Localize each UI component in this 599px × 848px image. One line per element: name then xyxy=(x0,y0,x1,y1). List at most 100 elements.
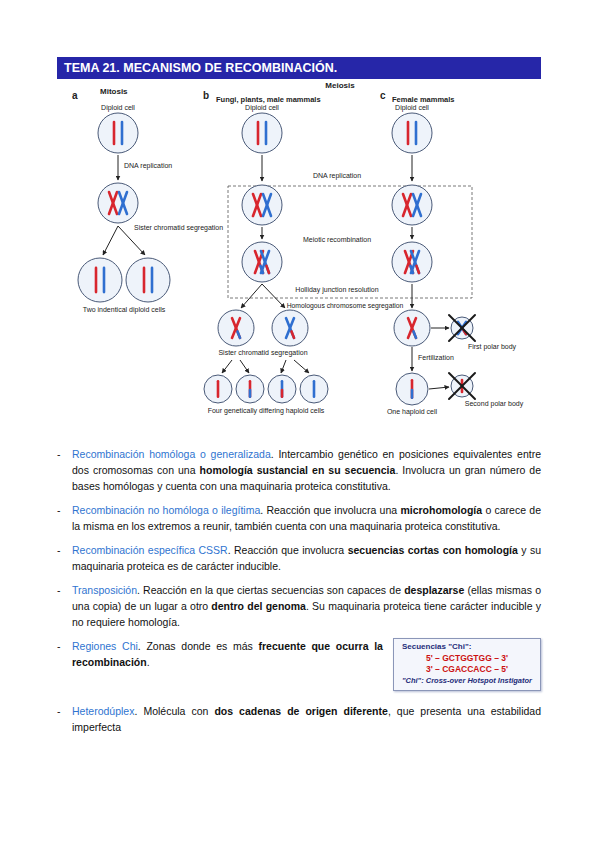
chromosome xyxy=(313,381,316,396)
bullet-dash: - xyxy=(57,703,72,735)
cell-membrane xyxy=(78,258,122,302)
chromosome xyxy=(263,194,271,216)
title: TEMA 21. MECANISMO DE RECOMBINACIÓN. xyxy=(64,61,337,75)
term: Heterodúplex xyxy=(72,705,134,717)
chromosome xyxy=(417,266,420,273)
cell-membrane xyxy=(300,375,328,403)
bullet-dash: - xyxy=(57,502,72,534)
chromosome xyxy=(267,266,270,273)
cell xyxy=(268,375,296,403)
cell-membrane xyxy=(204,375,232,403)
panel-heading: c xyxy=(380,90,386,101)
panel-heading: Fungi, plants, male mammals xyxy=(216,96,321,104)
chromosome xyxy=(413,194,421,216)
chromosome xyxy=(403,194,411,216)
cell-membrane xyxy=(242,185,282,225)
process-arrow xyxy=(412,155,413,181)
chromosome xyxy=(281,390,284,397)
sequence-text: 5' – GCTGGTGG – 3' xyxy=(402,653,532,664)
cell-membrane xyxy=(126,258,170,302)
title-bar: TEMA 21. MECANISMO DE RECOMBINACIÓN. xyxy=(57,57,541,79)
cell-membrane xyxy=(272,310,308,346)
chromosome xyxy=(411,251,419,273)
figure-label: Fertilization xyxy=(418,354,454,362)
bullet-dash: - xyxy=(57,542,72,574)
body-text: . Reacción que involucra xyxy=(228,544,348,556)
cell xyxy=(396,373,428,405)
chromosome xyxy=(408,318,416,338)
cell xyxy=(126,258,170,302)
cell-membrane xyxy=(242,242,282,282)
panel-heading: Female mammals xyxy=(392,96,455,104)
panel-heading: b xyxy=(203,90,209,101)
chromosome xyxy=(265,122,268,144)
chromosome xyxy=(103,268,106,292)
process-arrow xyxy=(429,387,449,389)
chromosome xyxy=(286,318,294,338)
cell-membrane xyxy=(98,183,138,223)
process-arrow xyxy=(431,328,449,329)
cell xyxy=(272,310,308,346)
emphasis: homología sustancial en su secuencia xyxy=(200,464,396,476)
body-text: . Reacción en la que ciertas secuencias … xyxy=(137,584,404,596)
figure-label: Four genetically differing haploid cells xyxy=(208,407,325,415)
emphasis: dentro del genoma xyxy=(211,600,306,612)
bullet-item: -Recombinación no homóloga o ilegítima. … xyxy=(57,502,541,534)
chromosome xyxy=(411,390,414,398)
cell xyxy=(236,375,264,403)
chromosome xyxy=(292,331,295,337)
figure-label: Diploid cell xyxy=(395,104,429,112)
process-arrow xyxy=(262,155,263,181)
figure-label: First polar body xyxy=(468,343,516,351)
body-text: . Zonas donde es más xyxy=(138,640,259,652)
term: Recombinación específica CSSR xyxy=(72,544,228,556)
body-text: . xyxy=(147,656,150,668)
chromosome xyxy=(119,192,127,214)
chromosome xyxy=(119,192,127,214)
term: Recombinación no homóloga o ilegítima xyxy=(72,504,260,516)
body-text: . Molécula con xyxy=(134,705,214,717)
bullet-list: -Recombinación homóloga o generalizada. … xyxy=(57,446,541,743)
chromosome xyxy=(113,122,116,144)
cell xyxy=(392,113,432,153)
chromosome xyxy=(109,192,117,214)
figure-label: Diploid cell xyxy=(101,104,135,112)
cell xyxy=(78,258,122,302)
bullet-text: Recombinación específica CSSR. Reacción … xyxy=(72,542,541,574)
cell xyxy=(449,373,475,399)
figure-label: DNA replication xyxy=(313,172,361,180)
chromosome xyxy=(95,268,98,292)
bullet-item: -Recombinación específica CSSR. Reacción… xyxy=(57,542,541,574)
cell xyxy=(242,185,282,225)
chromosome xyxy=(403,194,411,216)
process-arrow xyxy=(262,284,285,308)
emphasis: dos cadenas de origen diferente xyxy=(214,705,387,717)
chromosome xyxy=(411,251,419,273)
cell xyxy=(449,315,475,341)
chromosome xyxy=(253,194,261,216)
cell xyxy=(300,375,328,403)
cell-membrane xyxy=(98,113,138,153)
figure-label: One haploid cell xyxy=(387,408,437,416)
chromosome xyxy=(249,381,252,396)
chromosome xyxy=(449,373,475,399)
cell xyxy=(98,113,138,153)
chromosome xyxy=(286,318,294,338)
process-arrow xyxy=(262,227,263,239)
chromosome xyxy=(413,194,421,216)
cell xyxy=(204,375,232,403)
chromosome xyxy=(449,373,475,399)
chromosome xyxy=(449,315,475,341)
chromosome xyxy=(253,194,261,216)
cell-membrane xyxy=(396,373,428,405)
cell xyxy=(392,242,432,282)
figure-label: Second polar body xyxy=(465,400,523,408)
cell-membrane xyxy=(392,242,432,282)
chromosome xyxy=(249,390,252,397)
bullet-item: -Recombinación homóloga o generalizada. … xyxy=(57,446,541,494)
cell-membrane xyxy=(392,185,432,225)
figure-label: Sister chromatid segregation xyxy=(218,349,307,357)
cell xyxy=(242,242,282,282)
chromosome xyxy=(449,315,475,341)
